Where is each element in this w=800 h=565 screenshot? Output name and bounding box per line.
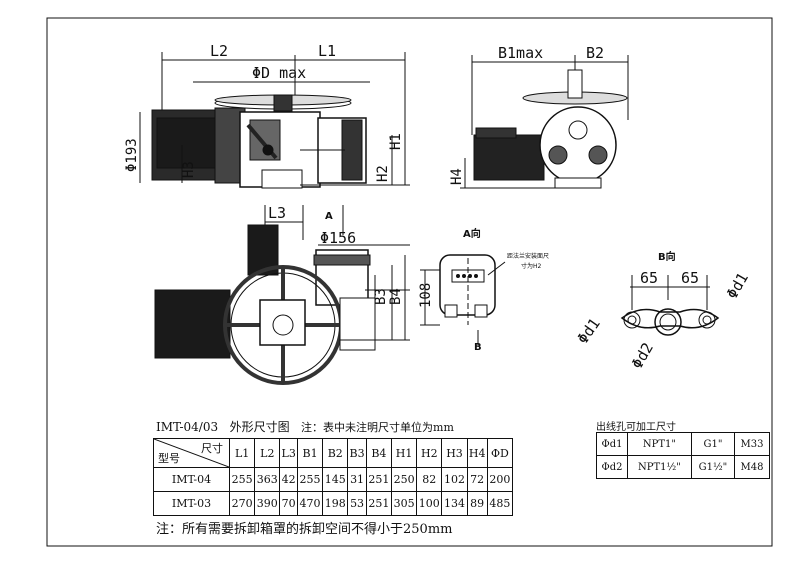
corner-diagonal (154, 439, 229, 467)
view-a-title: A向 (463, 227, 481, 240)
dim-l3: L3 (268, 204, 286, 222)
dim-d1-right: Φd1 (723, 270, 752, 302)
cell: NPT1½" (627, 455, 692, 479)
header-b3: B3 (347, 438, 367, 468)
header-h1: H1 (390, 438, 418, 468)
cell: 42 (279, 467, 298, 492)
side-view (460, 55, 629, 189)
cell: 53 (347, 491, 367, 516)
spec-table: 尺寸 型号 L1 L2 L3 B1 B2 B3 B4 H1 H2 H3 H4 Φ… (153, 438, 514, 516)
cell: 255 (296, 467, 324, 492)
spec-header-row: 尺寸 型号 L1 L2 L3 B1 B2 B3 B4 H1 H2 H3 H4 Φ… (153, 438, 514, 468)
cell: G1½" (690, 455, 736, 479)
cell: 305 (390, 491, 418, 516)
cell: 255 (228, 467, 256, 492)
dim-l1: L1 (318, 42, 336, 60)
drawing-frame (46, 17, 773, 547)
bore-label: Φd1 (596, 432, 628, 456)
cell: 390 (254, 491, 281, 516)
spec-corner-cell: 尺寸 型号 (153, 438, 230, 468)
dim-h3: H3 (181, 161, 197, 178)
dim-b4: B4 (388, 288, 404, 305)
dim-65-left: 65 (640, 269, 658, 287)
header-b1: B1 (296, 438, 324, 468)
caption-note: 注：表中未注明尺寸单位为mm (301, 421, 454, 434)
cell: 270 (228, 491, 256, 516)
cell: 251 (365, 491, 392, 516)
cell: M48 (734, 455, 770, 479)
cell: 470 (296, 491, 324, 516)
front-view (139, 52, 410, 189)
dim-b2: B2 (586, 44, 604, 62)
caption-title: 外形尺寸图 (229, 420, 290, 434)
cell: 134 (441, 491, 468, 516)
header-od: ΦD (486, 438, 514, 468)
dim-h2: H2 (375, 165, 391, 182)
corner-top-label: 尺寸 (201, 442, 223, 455)
cell: 485 (486, 491, 514, 516)
view-b (620, 275, 720, 336)
cell: 145 (322, 467, 349, 492)
dim-108: 108 (418, 283, 434, 308)
cell: 102 (441, 467, 468, 492)
table-row: Φd2 NPT1½" G1½" M48 (596, 455, 770, 479)
table-row: IMT-03 270 390 70 470 198 53 251 305 100… (153, 491, 514, 516)
cell: 363 (254, 467, 281, 492)
dim-d156: Φ156 (320, 229, 356, 247)
arrow-a-label: A (325, 211, 333, 222)
cell: 200 (486, 467, 514, 492)
cell: 31 (347, 467, 367, 492)
bore-label: Φd2 (596, 455, 628, 479)
dim-b1max: B1max (498, 44, 543, 62)
row-model: IMT-04 (153, 467, 230, 492)
header-h4: H4 (466, 438, 488, 468)
dim-h1: H1 (388, 133, 404, 150)
bore-table: Φd1 NPT1" G1" M33 Φd2 NPT1½" G1½" M48 (596, 432, 770, 479)
dim-h4: H4 (449, 168, 465, 185)
cell: 250 (390, 467, 418, 492)
cell: 72 (466, 467, 488, 492)
header-l3: L3 (279, 438, 298, 468)
spec-table-caption: IMT-04/03 外形尺寸图 注：表中未注明尺寸单位为mm (156, 418, 454, 435)
dim-l2: L2 (210, 42, 228, 60)
view-a-note-line1: 距法兰安装面尺 (507, 252, 549, 260)
row-model: IMT-03 (153, 491, 230, 516)
cell: NPT1" (627, 432, 692, 456)
dim-d2: Φd2 (628, 340, 657, 372)
top-view (154, 205, 410, 385)
table-row: Φd1 NPT1" G1" M33 (596, 432, 770, 456)
cell: G1" (690, 432, 736, 456)
cell: 251 (365, 467, 392, 492)
dim-d193: Φ193 (124, 138, 140, 172)
view-a (439, 254, 506, 345)
view-a-note-line2: 寸为H2 (521, 262, 542, 270)
cell: 198 (322, 491, 349, 516)
caption-model: IMT-04/03 (156, 420, 219, 434)
arrow-b-label: B (474, 342, 482, 353)
table-row: IMT-04 255 363 42 255 145 31 251 250 82 … (153, 467, 514, 492)
header-h2: H2 (416, 438, 443, 468)
cell: 89 (466, 491, 488, 516)
cell: M33 (734, 432, 770, 456)
header-b4: B4 (365, 438, 392, 468)
bore-table-title: 出线孔可加工尺寸 (596, 422, 676, 433)
dim-65-right: 65 (681, 269, 699, 287)
footer-note: 注：所有需要拆卸箱罩的拆卸空间不得小于250mm (156, 522, 453, 537)
dim-od-max: ΦD max (252, 64, 306, 82)
header-b2: B2 (322, 438, 349, 468)
header-h3: H3 (441, 438, 468, 468)
cell: 100 (416, 491, 443, 516)
dim-d1-left: Φd1 (574, 315, 604, 348)
cell: 70 (279, 491, 298, 516)
header-l2: L2 (254, 438, 281, 468)
dim-b3: B3 (373, 288, 389, 305)
view-b-title: B向 (658, 250, 676, 263)
header-l1: L1 (228, 438, 256, 468)
cell: 82 (416, 467, 443, 492)
dim-108-lines (420, 269, 440, 326)
corner-bottom-label: 型号 (158, 452, 180, 465)
